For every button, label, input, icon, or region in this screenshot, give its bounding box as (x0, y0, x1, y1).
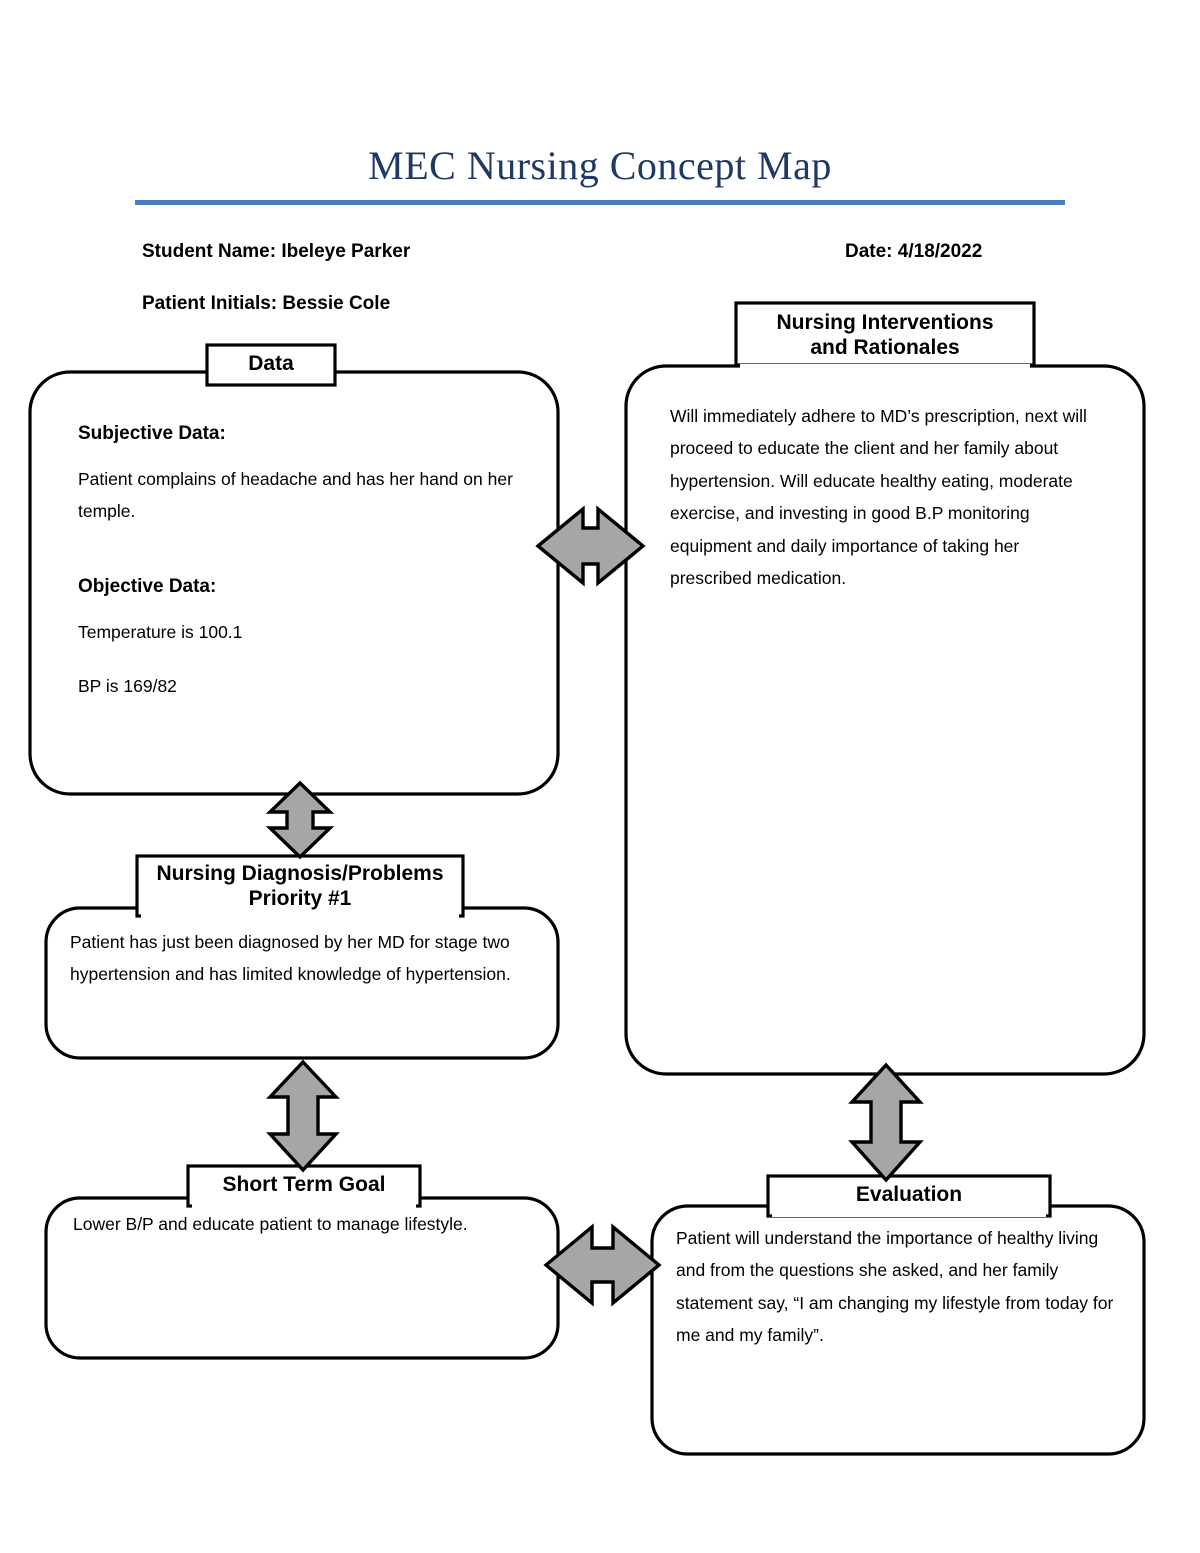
diagnosis-box-body: Patient has just been diagnosed by her M… (70, 932, 511, 985)
blood-pressure-value: BP is 169/82 (78, 676, 177, 697)
data-tab-label: Data (248, 352, 294, 375)
arrow-interventions-to-evaluation (848, 1062, 924, 1183)
diagnosis-tab-label: Nursing Diagnosis/Problems Priority #1 (156, 862, 444, 910)
subjective-data-heading: Subjective Data: (78, 423, 226, 444)
student-name-label: Student Name: Ibeleye Parker (142, 241, 411, 262)
page-title: MEC Nursing Concept Map (368, 143, 832, 188)
date-label: Date: 4/18/2022 (845, 241, 983, 262)
arrow-short-term-goal-to-evaluation (543, 1223, 662, 1307)
evaluation-tab-label: Evaluation (855, 1183, 963, 1206)
arrow-diagnosis-to-short-term-goal (266, 1059, 340, 1173)
data-vitals-spacer (78, 648, 524, 670)
evaluation-box-body: Patient will understand the importance o… (676, 1228, 1114, 1346)
interventions-box-body: Will immediately adhere to MD’s prescrip… (670, 406, 1087, 588)
interventions-tab-label: Nursing Interventions and Rationales (776, 311, 994, 359)
short-term-goal-tab-label: Short Term Goal (222, 1173, 386, 1196)
data-box-body: Subjective Data: Patient complains of he… (78, 420, 524, 703)
patient-initials-label: Patient Initials: Bessie Cole (142, 293, 391, 314)
title-divider (135, 200, 1065, 205)
temperature-value: Temperature is 100.1 (78, 621, 243, 642)
data-body-spacer (78, 527, 524, 573)
arrow-data-to-diagnosis (265, 780, 335, 860)
short-term-goal-box-body: Lower B/P and educate patient to manage … (73, 1214, 468, 1234)
objective-data-heading: Objective Data: (78, 576, 217, 598)
arrow-data-to-interventions (535, 505, 646, 587)
subjective-data-text: Patient complains of headache and has he… (78, 468, 513, 521)
